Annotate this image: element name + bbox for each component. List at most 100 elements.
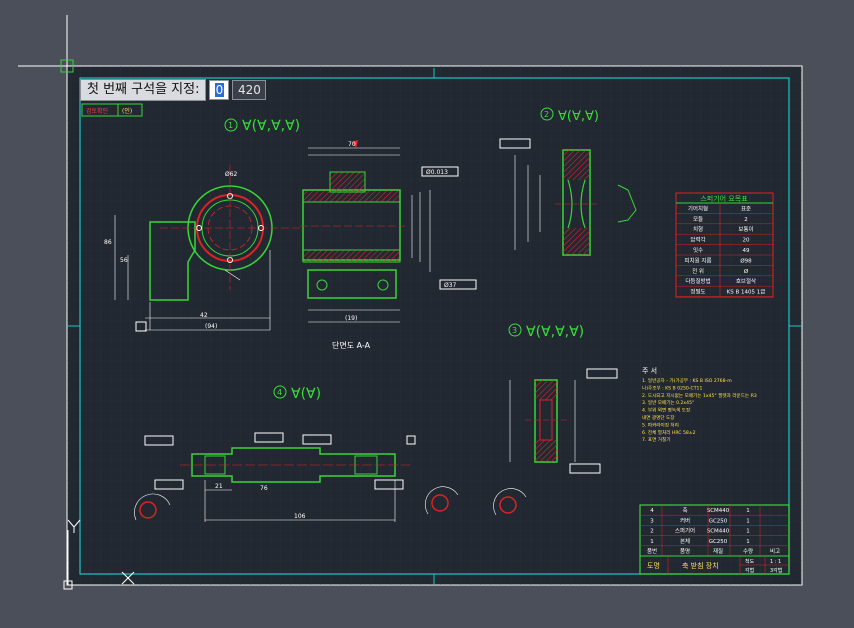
view-1-header: 1 ∀(∀,∀,∀) xyxy=(224,118,300,134)
note-line: 1. 일반공차 - 가)가공부 : KS B ISO 2768-m xyxy=(642,377,732,384)
svg-text:3각법: 3각법 xyxy=(770,567,782,574)
svg-text:∀(∀,∀,∀): ∀(∀,∀,∀) xyxy=(526,324,584,340)
view-1-dims: Ø62 86 56 42 (94) xyxy=(104,171,238,330)
x-coordinate-input[interactable]: 0 xyxy=(209,80,230,100)
view-4-dims: 106 21 76 xyxy=(215,483,306,520)
note-line: 6. 전체 열처리 HRC 58±2 xyxy=(642,429,696,436)
svg-text:척도: 척도 xyxy=(745,558,755,565)
section-label: 단면도 A-A xyxy=(332,340,371,350)
view-2-header: 2 ∀(∀,∀) xyxy=(540,107,599,124)
spec-row-value: 보통이 xyxy=(738,225,753,233)
note-line: 3. 일반 모떼기는 0.2x45° xyxy=(642,399,694,406)
spec-row-value: 2 xyxy=(744,217,748,223)
parts-cell: 품명 xyxy=(680,548,690,555)
parts-cell: 재질 xyxy=(713,547,723,555)
spec-row-value: KS B 1405 1급 xyxy=(727,289,766,296)
view-4-shaft xyxy=(134,432,527,522)
note-line: 7. 표면 거칠기 xyxy=(642,436,670,443)
svg-text:∀(∀): ∀(∀) xyxy=(291,386,321,402)
svg-text:∀(∀,∀,∀): ∀(∀,∀,∀) xyxy=(242,118,300,134)
spec-row-label: 압력각 xyxy=(690,236,705,244)
svg-text:56: 56 xyxy=(120,257,128,264)
notes-block: 주 서 1. 일반공차 - 가)가공부 : KS B ISO 2768-m 나)… xyxy=(642,366,757,443)
svg-text:(94): (94) xyxy=(205,323,217,330)
spec-row-label: 잇수 xyxy=(693,247,703,254)
prompt-label: 첫 번째 구석을 지정: xyxy=(80,79,207,101)
note-line: 5. 파커라이징 처리 xyxy=(642,421,679,428)
review-strip: 검토확인 (인) xyxy=(81,103,143,117)
svg-text:106: 106 xyxy=(294,513,306,520)
svg-text:86: 86 xyxy=(104,239,112,246)
parts-cell: 품번 xyxy=(647,547,657,555)
section-dims: 70 (19) Ø0.013 Ø37 xyxy=(345,141,457,322)
svg-text:Ø0.013: Ø0.013 xyxy=(426,169,448,176)
view-3-gear xyxy=(509,368,618,474)
crosshair-cursor xyxy=(18,15,120,120)
svg-text:스퍼기어 요목표: 스퍼기어 요목표 xyxy=(700,194,748,203)
spec-row-value: Ø98 xyxy=(740,257,752,264)
parts-cell: GC250 xyxy=(709,518,728,524)
spec-row-value: Ø xyxy=(744,268,749,275)
spec-row-value: 호브절삭 xyxy=(736,277,756,285)
spec-row-value: 49 xyxy=(743,248,750,254)
parts-cell: 3 xyxy=(650,518,654,524)
parts-cell: 2 xyxy=(650,529,654,535)
svg-text:1 : 1: 1 : 1 xyxy=(770,559,781,565)
svg-text:4: 4 xyxy=(277,388,282,397)
spec-row-value: 표준 xyxy=(741,205,751,212)
spec-row-value: 20 xyxy=(743,238,750,244)
parts-cell: 스퍼기어 xyxy=(675,527,695,535)
view-3-header: 3 ∀(∀,∀,∀) xyxy=(508,323,584,340)
y-coordinate-input[interactable]: 420 xyxy=(232,80,267,100)
parts-cell: 1 xyxy=(746,518,750,524)
note-line: 4. 부위 외면 명녹색 도장 xyxy=(642,407,691,414)
view-2-cover xyxy=(499,138,637,256)
svg-text:76: 76 xyxy=(260,485,268,492)
parts-cell: 본체 xyxy=(680,537,690,545)
command-prompt[interactable]: 첫 번째 구석을 지정: 0 420 xyxy=(80,79,267,101)
spec-row-label: 모듈 xyxy=(693,216,703,223)
spec-row-label: 전 위 xyxy=(692,267,704,275)
svg-text:70: 70 xyxy=(348,141,356,148)
parts-cell: 1 xyxy=(746,508,750,514)
view-4-header: 4 ∀(∀) xyxy=(273,385,321,402)
spec-row-label: 기어치형 xyxy=(688,204,708,212)
parts-cell: 1 xyxy=(746,529,750,535)
svg-text:각법: 각법 xyxy=(745,567,754,574)
svg-text:도명: 도명 xyxy=(647,561,660,570)
svg-text:42: 42 xyxy=(200,312,208,319)
parts-cell: 수량 xyxy=(743,548,753,555)
svg-text:검토확인: 검토확인 xyxy=(86,107,108,115)
note-line: 나)주조부 : KS B 0250-CT11 xyxy=(642,384,702,391)
svg-text:축 받침 장치: 축 받침 장치 xyxy=(682,561,719,570)
svg-text:주 서: 주 서 xyxy=(642,366,657,375)
svg-text:3: 3 xyxy=(512,326,517,335)
svg-text:Ø62: Ø62 xyxy=(225,171,238,178)
parts-cell: 커버 xyxy=(680,516,690,524)
spec-row-label: 정밀도 xyxy=(690,288,705,296)
svg-text:Ø37: Ø37 xyxy=(444,282,457,289)
parts-cell: 4 xyxy=(650,508,654,514)
svg-text:∀(∀,∀): ∀(∀,∀) xyxy=(558,109,599,124)
spec-row-label: 피치원 지름 xyxy=(684,256,711,264)
svg-text:(19): (19) xyxy=(345,315,357,322)
parts-cell: SCM440 xyxy=(707,529,730,535)
section-view xyxy=(300,140,477,323)
parts-cell: 축 xyxy=(682,506,687,514)
view-1-body xyxy=(114,165,300,332)
svg-text:1: 1 xyxy=(228,121,233,130)
svg-text:(인): (인) xyxy=(122,108,132,115)
parts-cell: 1 xyxy=(746,539,750,545)
note-line: 내면 광명단 도장 xyxy=(642,414,675,421)
parts-cell: 비고 xyxy=(770,547,780,555)
svg-text:2: 2 xyxy=(544,110,549,119)
spec-row-label: 다듬질방법 xyxy=(685,277,710,285)
ucs-icon xyxy=(63,519,135,590)
svg-text:21: 21 xyxy=(215,483,223,490)
spec-row-label: 치형 xyxy=(693,225,703,233)
parts-cell: GC250 xyxy=(709,539,728,545)
parts-cell: SCM440 xyxy=(707,508,730,514)
